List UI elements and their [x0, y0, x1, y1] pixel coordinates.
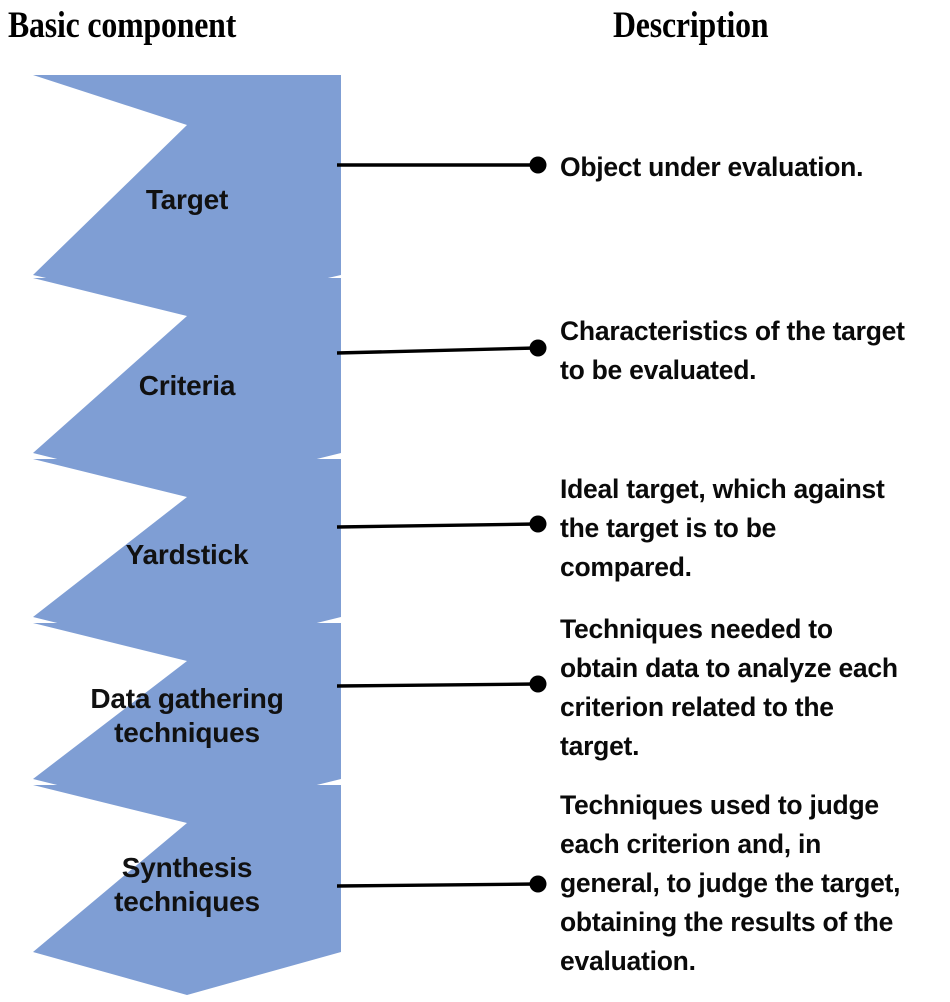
- description-3-line-3: compared.: [560, 552, 692, 582]
- chevron-shape-3[interactable]: [33, 459, 341, 655]
- chevron-stack: Target Criteria Yardstick Data gathering…: [0, 0, 380, 1002]
- description-block-4: Techniques needed to obtain data to anal…: [560, 610, 948, 766]
- description-3-line-2: the target is to be: [560, 513, 777, 543]
- description-5-line-1: Techniques used to judge: [560, 790, 879, 820]
- chevron-shape-5[interactable]: [33, 785, 341, 995]
- leader-line-5: [336, 882, 537, 888]
- description-5-line-3: general, to judge the target,: [560, 868, 901, 898]
- chevron-label-1-line1: Target: [145, 184, 229, 215]
- description-3-line-1: Ideal target, which against: [560, 474, 885, 504]
- leader-line-3: [336, 522, 537, 529]
- chevron-label-5: Synthesis techniques: [33, 851, 341, 919]
- column-header-basic-component: Basic component: [8, 5, 237, 46]
- description-1-line-1: Object under evaluation.: [560, 152, 864, 182]
- chevron-label-4-line2: techniques: [114, 717, 260, 748]
- chevron-shape-4[interactable]: [33, 623, 341, 817]
- chevron-shapes-svg: [33, 75, 341, 995]
- chevron-shape-2[interactable]: [33, 278, 341, 491]
- chevron-label-4: Data gathering techniques: [33, 682, 341, 750]
- chevron-label-2: Criteria: [33, 369, 341, 403]
- chevron-label-4-line1: Data gathering: [90, 683, 284, 714]
- description-5-line-4: obtaining the results of the: [560, 907, 894, 937]
- description-2-line-2: to be evaluated.: [560, 355, 757, 385]
- chevron-label-3-line1: Yardstick: [125, 539, 249, 570]
- chevron-label-2-line1: Criteria: [138, 370, 236, 401]
- chevron-label-1: Target: [33, 183, 341, 217]
- leader-dot-1: [529, 156, 547, 174]
- description-4-line-1: Techniques needed to: [560, 614, 833, 644]
- description-block-3: Ideal target, which against the target i…: [560, 470, 948, 587]
- chevron-shape-1[interactable]: [33, 75, 341, 310]
- description-2-line-1: Characteristics of the target: [560, 316, 905, 346]
- leader-dot-2: [529, 339, 547, 357]
- description-4-line-3: criterion related to the: [560, 692, 834, 722]
- description-5-line-5: evaluation.: [560, 946, 696, 976]
- description-block-5: Techniques used to judge each criterion …: [560, 786, 948, 981]
- column-header-description: Description: [613, 5, 769, 46]
- description-5-line-2: each criterion and, in: [560, 829, 822, 859]
- description-4-line-2: obtain data to analyze each: [560, 653, 898, 683]
- leader-dot-4: [529, 675, 547, 693]
- description-block-2: Characteristics of the target to be eval…: [560, 312, 948, 390]
- leader-dot-5: [529, 875, 547, 893]
- description-block-1: Object under evaluation.: [560, 148, 948, 187]
- leader-line-4: [336, 682, 537, 688]
- leader-dot-3: [529, 515, 547, 533]
- leader-line-2: [336, 346, 537, 355]
- description-4-line-4: target.: [560, 731, 640, 761]
- chevron-label-3: Yardstick: [33, 538, 341, 572]
- chevron-label-5-line2: techniques: [114, 886, 260, 917]
- chevron-label-5-line1: Synthesis: [121, 852, 253, 883]
